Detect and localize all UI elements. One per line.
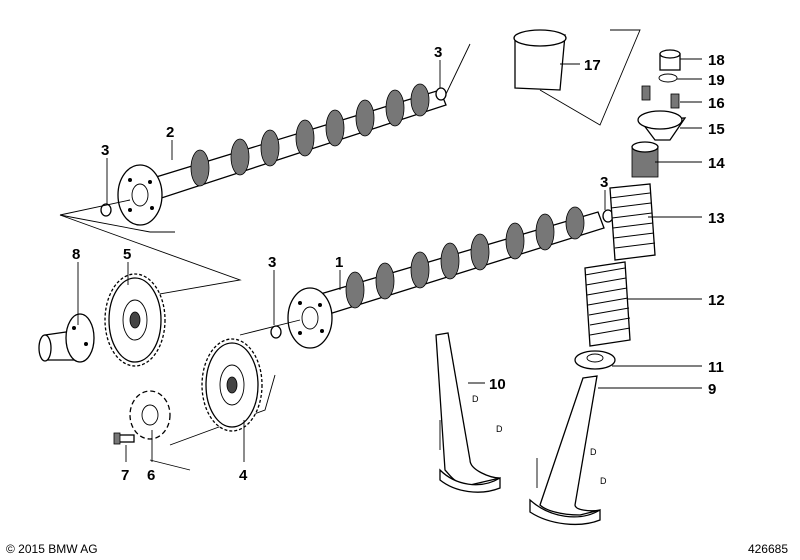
- bolt: [113, 432, 135, 445]
- callouts: 2 3 3 1 3 3 8 5 4 6 7 10 9 11 12 13 14 1…: [72, 44, 725, 484]
- spring-cap: [637, 110, 687, 141]
- callout-16: 16: [708, 95, 725, 112]
- assembly-lines: [59, 29, 641, 471]
- callout-10: 10: [489, 376, 506, 393]
- callout-17: 17: [584, 57, 601, 74]
- upper-camshaft-lobes: [190, 83, 430, 187]
- callout-3-lower-left: 3: [268, 254, 276, 271]
- callout-1: 1: [335, 254, 343, 271]
- upper-camshaft: [59, 43, 471, 233]
- upper-camshaft-flange: [117, 164, 163, 226]
- callout-19: 19: [708, 72, 725, 89]
- inner-spring: [609, 183, 656, 261]
- spring-seat: [574, 350, 616, 370]
- dimension-labels: D D D D: [439, 394, 607, 488]
- valve-intake: [435, 332, 501, 493]
- sprocket-upper: [104, 273, 166, 367]
- sensor-plate: [129, 390, 171, 440]
- callout-3-upper-left: 3: [101, 142, 109, 159]
- bucket-tappet-small: [659, 49, 681, 71]
- o-ring: [658, 73, 678, 83]
- dimension-label: D: [590, 447, 597, 457]
- callout-14: 14: [708, 155, 725, 172]
- callout-3-upper-right: 3: [434, 44, 442, 61]
- upper-left-plug: [100, 203, 112, 217]
- bucket-tappet: [513, 29, 567, 91]
- lower-camshaft-flange: [287, 287, 333, 349]
- lower-camshaft-lobes: [345, 206, 585, 309]
- callout-12: 12: [708, 292, 725, 309]
- callout-5: 5: [123, 246, 131, 263]
- copyright-notice: © 2015 BMW AG: [6, 542, 98, 556]
- callout-3-lower-right: 3: [600, 174, 608, 191]
- callout-6: 6: [147, 467, 155, 484]
- callout-7: 7: [121, 467, 129, 484]
- retainer: [631, 141, 659, 178]
- sprocket-lower: [201, 338, 263, 432]
- hub-8: [38, 313, 95, 363]
- dimension-label: D: [600, 476, 607, 486]
- leader-lines: [77, 58, 702, 462]
- callout-18: 18: [708, 52, 725, 69]
- callout-9: 9: [708, 381, 716, 398]
- valve-exhaust: [529, 375, 601, 526]
- valve-keepers: [641, 85, 680, 109]
- lower-left-plug: [270, 325, 282, 339]
- diagram-id: 426685: [747, 542, 788, 556]
- dimension-label: D: [472, 394, 479, 404]
- outer-spring: [584, 261, 631, 347]
- callout-8: 8: [72, 246, 80, 263]
- callout-11: 11: [708, 359, 724, 376]
- callout-4: 4: [239, 467, 248, 484]
- dimension-label: D: [496, 424, 503, 434]
- callout-15: 15: [708, 121, 725, 138]
- callout-13: 13: [708, 210, 725, 227]
- lower-camshaft: [270, 206, 614, 349]
- callout-2: 2: [166, 124, 174, 141]
- upper-right-plug: [435, 87, 447, 101]
